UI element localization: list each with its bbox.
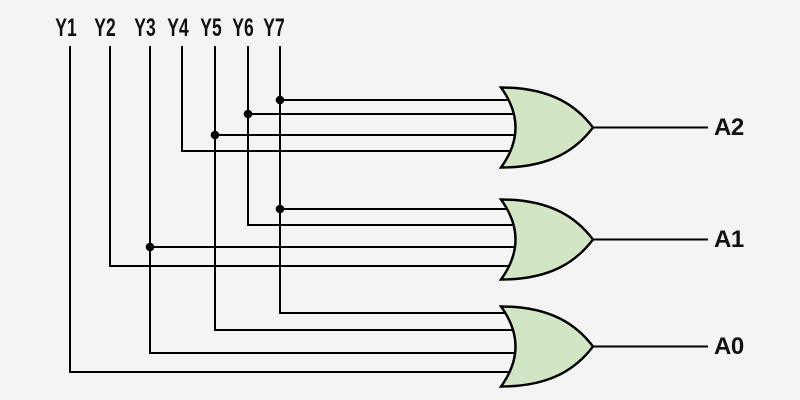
input-label-y2: Y2	[94, 13, 115, 42]
wire-y7	[279, 46, 520, 314]
junction-dots	[145, 95, 285, 252]
or-gates	[498, 86, 595, 388]
input-label-y1: Y1	[55, 13, 76, 42]
wire-y3	[149, 46, 520, 354]
input-label-y7: Y7	[263, 13, 284, 42]
junction-dot-y7-a2	[275, 95, 285, 105]
wire-y2	[109, 46, 520, 267]
input-label-y3: Y3	[134, 13, 155, 42]
junction-dot-y3-a1	[145, 242, 155, 252]
output-label-a2: A2	[714, 114, 744, 141]
input-label-y4: Y4	[167, 13, 188, 42]
or-gate-a2	[498, 86, 595, 169]
branch-wires	[150, 99, 520, 248]
wire-y1	[69, 46, 520, 373]
output-label-a0: A0	[714, 333, 744, 360]
wire-y4	[181, 46, 520, 152]
wire-y5	[214, 46, 520, 331]
or-gate-a1	[498, 198, 595, 281]
wire-y6	[247, 46, 520, 226]
input-labels: Y1 Y2 Y3 Y4 Y5 Y6 Y7	[55, 13, 284, 42]
input-label-y6: Y6	[232, 13, 253, 42]
junction-dot-y6-a2	[243, 109, 253, 119]
input-label-y5: Y5	[200, 13, 221, 42]
output-label-a1: A1	[714, 226, 744, 253]
or-gate-a0	[498, 305, 595, 388]
junction-dot-y7-a1	[275, 204, 285, 214]
output-labels: A2 A1 A0	[714, 114, 744, 360]
output-wires	[593, 126, 708, 348]
junction-dot-y5-a2	[210, 130, 220, 140]
